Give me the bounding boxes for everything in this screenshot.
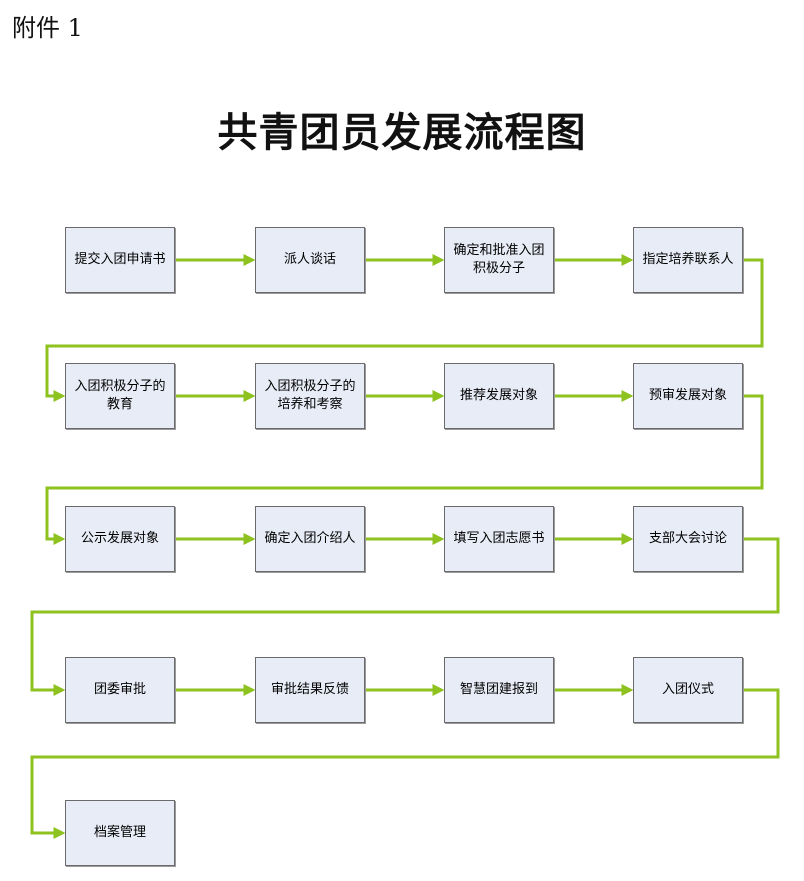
step-activist-training: 入团积极分子的培养和考察 xyxy=(255,363,365,429)
step-result-feedback: 审批结果反馈 xyxy=(255,657,365,723)
step-archive-management: 档案管理 xyxy=(65,800,175,866)
step-publicize-candidate: 公示发展对象 xyxy=(65,506,175,572)
wrap-arrow xyxy=(45,394,764,545)
page-title: 共青团员发展流程图 xyxy=(217,109,587,156)
wrap-arrow xyxy=(30,688,780,839)
step-choose-introducer: 确定入团介绍人 xyxy=(255,506,365,572)
wrap-arrow xyxy=(30,537,780,696)
step-smart-registration: 智慧团建报到 xyxy=(444,657,554,723)
step-branch-meeting: 支部大会讨论 xyxy=(633,506,743,572)
step-approve-activist: 确定和批准入团积极分子 xyxy=(444,227,554,293)
attachment-label: 附件 1 xyxy=(12,14,83,42)
step-admission-ceremony: 入团仪式 xyxy=(633,657,743,723)
step-activist-education: 入团积极分子的教育 xyxy=(65,363,175,429)
step-fill-application: 填写入团志愿书 xyxy=(444,506,554,572)
step-committee-approval: 团委审批 xyxy=(65,657,175,723)
step-recommend-candidate: 推荐发展对象 xyxy=(444,363,554,429)
step-interview: 派人谈话 xyxy=(255,227,365,293)
step-prereview-candidate: 预审发展对象 xyxy=(633,363,743,429)
step-assign-contact: 指定培养联系人 xyxy=(633,227,743,293)
wrap-arrow xyxy=(45,258,764,402)
step-submit-application: 提交入团申请书 xyxy=(65,227,175,293)
